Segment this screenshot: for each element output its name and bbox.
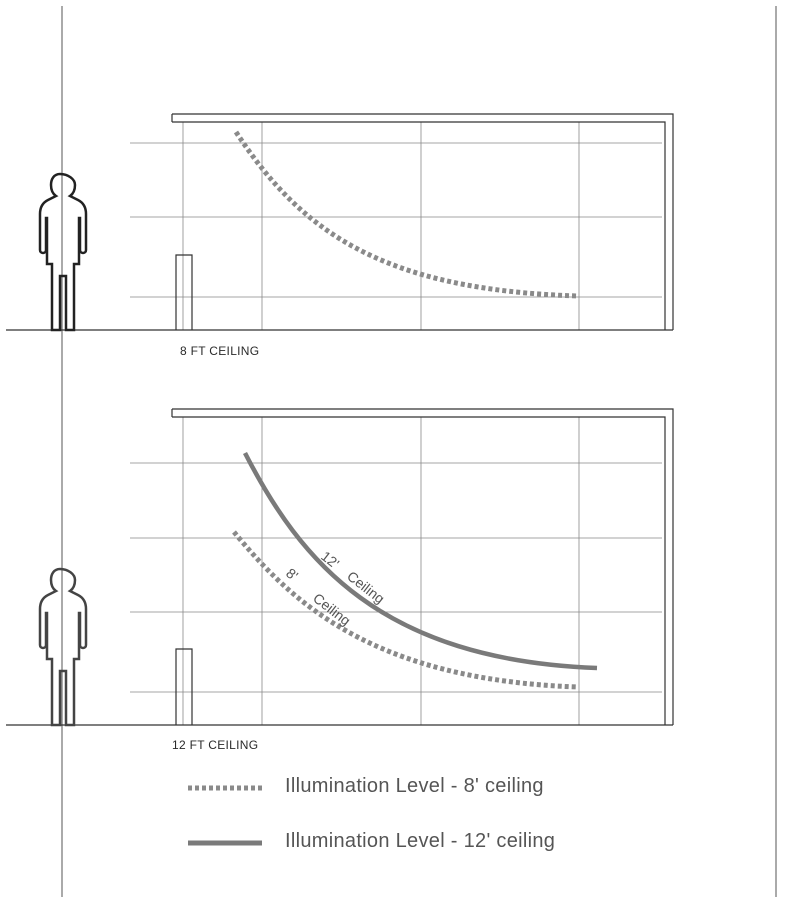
legend-label-12ft: Illumination Level - 12' ceiling	[285, 830, 556, 852]
curve-label-8ft: 8'	[283, 565, 301, 584]
person-figure	[38, 172, 88, 332]
section-8ft	[6, 113, 674, 332]
ceiling-inner-line	[172, 121, 666, 330]
light-fixture	[175, 648, 193, 725]
section-12ft: 12' Ceiling 8' Ceiling	[6, 408, 674, 727]
person-figure	[38, 567, 88, 727]
ceiling-inner-line	[172, 416, 666, 725]
illumination-curve-12ft	[242, 451, 598, 671]
ceiling-line	[172, 113, 674, 330]
section-title-8ft: 8 FT CEILING	[180, 344, 260, 358]
section-title-12ft: 12 FT CEILING	[172, 738, 259, 752]
light-fixture	[175, 254, 193, 330]
curve-label-12ft: 12'	[318, 548, 342, 572]
legend-label-8ft: Illumination Level - 8' ceiling	[285, 775, 544, 797]
illumination-curve-8ft	[232, 530, 579, 690]
illumination-curve-8ft	[233, 130, 579, 299]
ceiling-line	[172, 408, 674, 725]
